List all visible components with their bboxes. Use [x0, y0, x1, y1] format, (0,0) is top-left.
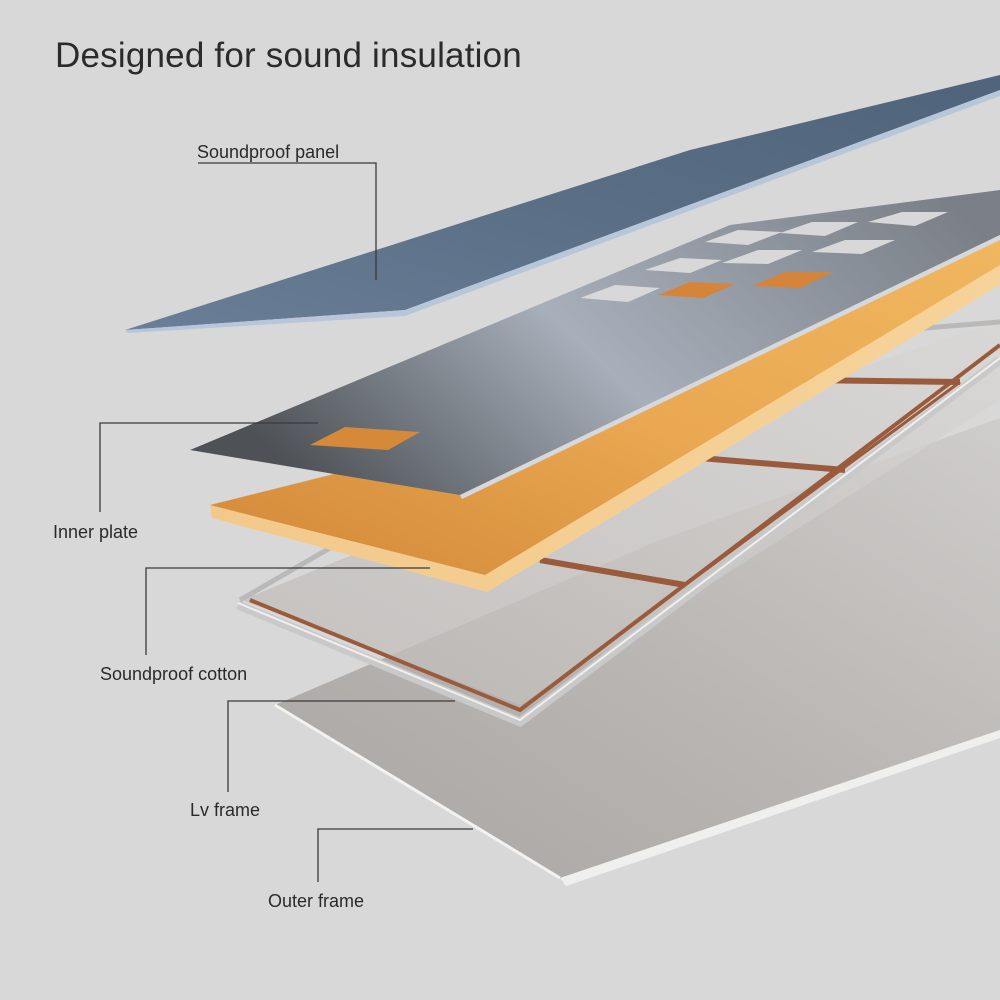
plate-hole	[645, 258, 722, 273]
outer-frame-layer	[274, 418, 1000, 886]
label-soundproof-panel: Soundproof panel	[197, 142, 340, 162]
plate-hole	[868, 212, 948, 226]
label-outer-frame: Outer frame	[268, 891, 365, 911]
plate-hole	[658, 282, 735, 298]
leader-line-outer-frame	[317, 828, 473, 882]
lv-frame-layer	[236, 319, 1000, 728]
label-inner-plate: Inner plate	[53, 522, 139, 542]
outer-frame-lip	[560, 730, 1000, 886]
label-lv-frame: Lv frame	[190, 800, 261, 820]
lv-frame-strip-2	[699, 455, 846, 473]
inner-plate-edge	[460, 235, 1000, 499]
lv-frame-outer-rail	[236, 356, 1000, 728]
outer-frame-shape	[275, 418, 1000, 878]
lv-frame-mullion	[684, 380, 961, 587]
plate-hole	[752, 272, 833, 288]
lv-frame-strip-1	[539, 557, 686, 588]
leader-line-inner-plate	[99, 422, 318, 512]
inner-plate-shape	[190, 190, 1000, 495]
plate-hole	[310, 427, 420, 450]
plate-hole	[780, 222, 858, 236]
inner-plate-layer	[190, 190, 1000, 499]
leader-line-lv-frame	[227, 700, 455, 792]
label-soundproof-cotton: Soundproof cotton	[100, 664, 248, 684]
page-title: Designed for sound insulation	[55, 36, 522, 75]
plate-hole	[812, 240, 895, 254]
leader-line-soundproof-panel	[198, 162, 377, 280]
outer-frame-edge	[274, 703, 561, 880]
leader-lines	[99, 162, 473, 882]
soundproof-panel-layer	[125, 75, 1000, 333]
lv-frame-glass	[242, 320, 1000, 705]
leader-line-soundproof-cotton	[145, 567, 430, 655]
lv-frame-outer-rail-highlight	[237, 357, 1000, 722]
soundproof-panel-shape	[125, 75, 1000, 330]
plate-hole	[580, 285, 660, 302]
plate-hole	[705, 230, 782, 245]
inner-plate-holes	[310, 212, 948, 450]
plate-hole	[722, 250, 802, 264]
